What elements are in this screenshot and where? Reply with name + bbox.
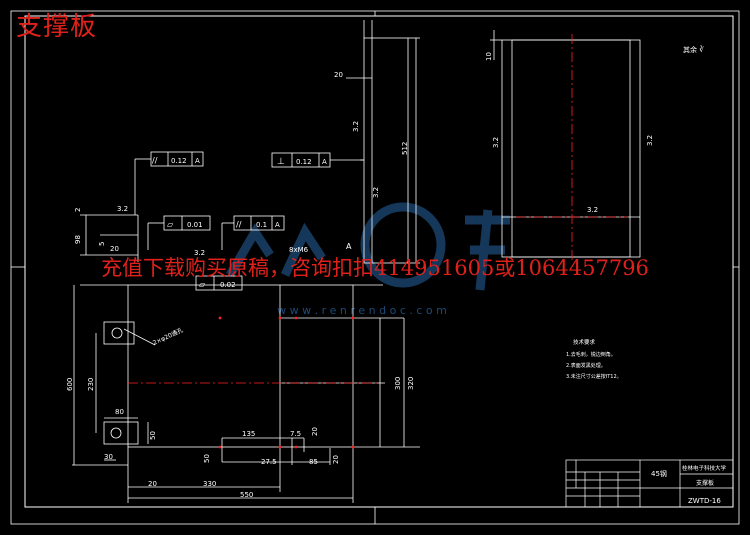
dim-3-2-e: 3.2 (646, 135, 654, 146)
title-block-part-name: 支撑板 (696, 479, 714, 487)
title-block-drawing-no: ZWTD-16 (688, 497, 721, 505)
dim-135: 135 (242, 430, 255, 438)
dim-550: 550 (240, 491, 253, 499)
notes-heading: 技术要求 (573, 338, 596, 346)
tol-1-val: 0.12 (171, 157, 187, 165)
dim-2x-phi20: 2×φ20通孔 (151, 326, 184, 347)
dim-20-bottom: 20 (148, 480, 157, 488)
tol-4-sym: // (236, 220, 242, 229)
dim-320: 320 (407, 377, 415, 390)
dim-80: 80 (115, 408, 124, 416)
dim-98: 98 (74, 235, 82, 244)
tolerance-frame-5 (195, 275, 243, 291)
dim-20-top: 20 (334, 71, 343, 79)
notes-line-2: 2.表面发黑处理。 (566, 362, 606, 369)
tol-2-sym: ⊥ (277, 157, 285, 167)
dim-2: 2 (74, 208, 82, 212)
tolerance-frame-1 (134, 151, 204, 215)
dim-600: 600 (66, 378, 74, 391)
dim-50-b: 50 (203, 454, 211, 463)
dim-3-2-d: 3.2 (587, 206, 598, 214)
title-block-school: 桂林电子科技大学 (682, 464, 727, 472)
tol-4-ref: A (275, 221, 280, 229)
center-marks (218, 316, 355, 449)
drawing-title-overlay: 支撑板 (16, 12, 98, 42)
dim-7-5: 7.5 (290, 430, 301, 438)
rest-roughness-mark: 其余 ∛ (683, 45, 704, 54)
tol-2-ref: A (322, 158, 327, 166)
watermark-url: w w w . r e n r e n d o c . c o m (277, 304, 447, 317)
dim-85: 85 (309, 458, 318, 466)
dim-8xm6: 8xM6 (289, 246, 309, 254)
notes-line-1: 1.去毛刺，锐边倒角。 (566, 351, 616, 358)
dim-27-5: 27.5 (261, 458, 277, 466)
dim-5: 5 (98, 242, 106, 246)
dim-50: 50 (149, 431, 157, 440)
main-view (72, 284, 420, 503)
dim-512: 512 (401, 142, 409, 155)
dim-230: 230 (87, 378, 95, 391)
drawing-frame (10, 10, 740, 525)
watermark-logo (226, 202, 510, 291)
dim-20-c: 20 (311, 427, 319, 436)
tol-4-val: 0.1 (256, 221, 267, 229)
side-view-plate (346, 20, 420, 264)
watermark-text: 充值下载购买原稿，咨询扣扣414951605或1064457796 (101, 256, 649, 280)
tolerance-frame-4 (221, 215, 285, 250)
left-profile (80, 214, 139, 262)
tol-3-val: 0.01 (187, 221, 203, 229)
tolerance-frame-3 (147, 215, 211, 250)
notes-line-3: 3.未注尺寸公差按IT12。 (566, 373, 622, 380)
title-block-material: 45钢 (651, 469, 667, 478)
title-block (565, 459, 734, 508)
tol-2-val: 0.12 (296, 158, 312, 166)
dim-10: 10 (485, 52, 493, 61)
dim-300: 300 (394, 377, 402, 390)
tol-1-sym: // (152, 156, 158, 165)
top-right-view (490, 30, 641, 258)
dim-30: 30 (104, 453, 113, 461)
dim-3-2-left: 3.2 (117, 205, 128, 213)
tol-5-sym: ▱ (199, 280, 206, 289)
dim-3-2-mid: 3.2 (194, 249, 205, 257)
datum-a: A (346, 242, 352, 251)
dim-20-d: 20 (332, 455, 340, 464)
dim-3-2-a: 3.2 (352, 121, 360, 132)
tolerance-frame-2 (271, 152, 364, 168)
dim-330: 330 (203, 480, 216, 488)
dim-3-2-b: 3.2 (372, 187, 380, 198)
dim-3-2-c: 3.2 (492, 137, 500, 148)
tol-3-sym: ▱ (167, 220, 174, 229)
dim-20-mid: 20 (110, 245, 119, 253)
tol-1-ref: A (195, 157, 200, 165)
